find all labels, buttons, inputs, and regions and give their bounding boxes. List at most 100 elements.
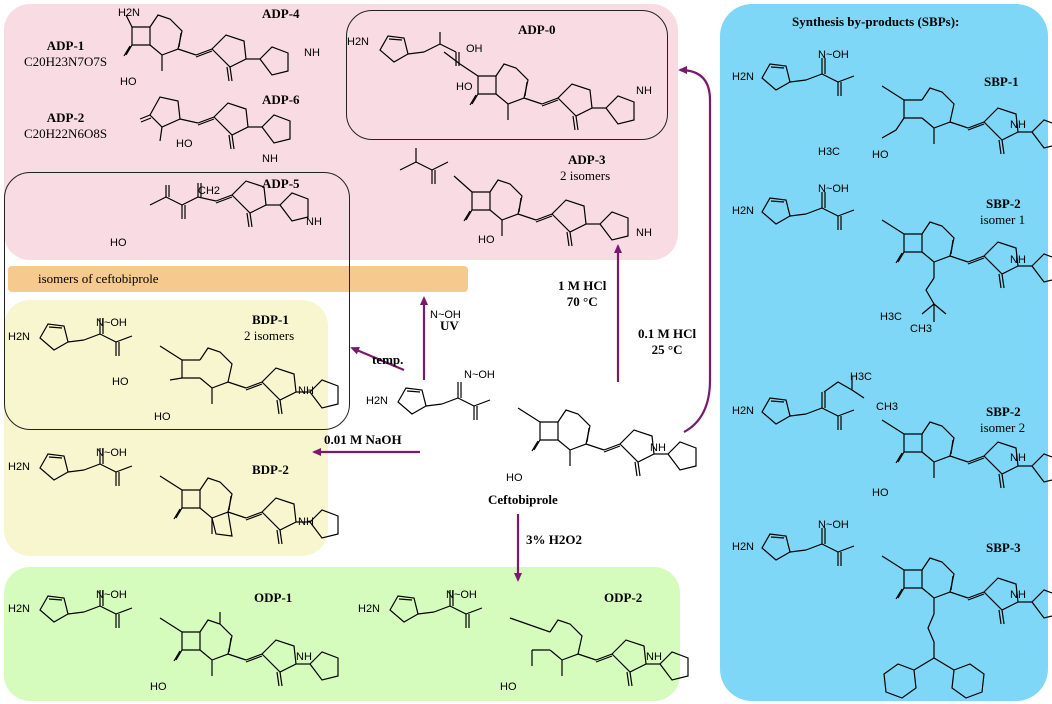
sbp3-structure (761, 527, 1052, 699)
sbp2a-note: isomer 1 (980, 212, 1026, 227)
atom-label: N~OH (818, 519, 849, 531)
arrow-hcl2 (678, 66, 712, 433)
bdp1-structure (39, 317, 339, 415)
bdp2-structure (39, 447, 339, 545)
adp2-formula: C20H22N6O8S (24, 126, 108, 141)
atom-label: N~OH (464, 369, 495, 381)
bdp2-label: BDP-2 (252, 462, 289, 477)
atom-label: HO (154, 411, 171, 423)
atom-label: H2N (118, 7, 140, 19)
adp0-structure (379, 32, 635, 131)
adp5-frame (4, 172, 350, 430)
bdp1-label: BDP-1 (252, 312, 289, 327)
atom-label: HO (456, 81, 473, 93)
adp3-label: ADP-3 (568, 152, 606, 167)
atom-label: H2N (366, 395, 388, 407)
atom-label: H3C (818, 146, 840, 158)
ceftobiprole-label: Ceftobiprole (488, 492, 558, 507)
atom-label: HO (478, 234, 495, 246)
condition-uv: UV (440, 318, 459, 333)
base-degradation-panel (4, 300, 328, 556)
adp2-block: ADP-2 C20H22N6O8S (24, 110, 107, 142)
atom-label: H3C (850, 371, 872, 383)
condition-temp: temp. (372, 352, 404, 367)
atom-label: CH2 (198, 185, 220, 197)
atom-label: H2N (347, 36, 369, 48)
atom-label: HO (120, 76, 137, 88)
atom-label: HO (506, 472, 523, 484)
atom-label: CH3 (876, 401, 898, 413)
atom-label: HO (112, 376, 129, 388)
atom-label: OH (466, 43, 483, 55)
atom-label: N~OH (446, 589, 477, 601)
atom-label: NH (646, 651, 662, 663)
adp4-structure (123, 14, 289, 82)
atom-label: H2N (732, 405, 754, 417)
synthesis-byproducts-panel (720, 4, 1048, 701)
odp2-structure (389, 589, 689, 687)
adp3-note: 2 isomers (560, 168, 611, 183)
atom-label: N~OH (818, 183, 849, 195)
condition-hcl2: 0.1 M HCl 25 °C (638, 326, 696, 358)
adp1-label: ADP-1 (46, 38, 85, 53)
adp4-label: ADP-4 (262, 6, 300, 21)
atom-label: H2N (8, 603, 30, 615)
atom-label: N~OH (430, 309, 461, 321)
atom-label: NH (1010, 254, 1026, 266)
atom-label: N~OH (96, 589, 127, 601)
atom-label: NH (262, 153, 278, 165)
atom-label: N~OH (96, 317, 127, 329)
atom-label: HO (872, 487, 889, 499)
condition-hcl1-conc: 1 M HCl (558, 278, 607, 293)
adp0-label: ADP-0 (518, 22, 556, 37)
isomers-bar: isomers of ceftobiprole (8, 266, 468, 292)
atom-label: H2N (358, 603, 380, 615)
ceftobiprole-structure (397, 381, 697, 477)
condition-hcl1-temp: 70 °C (566, 294, 598, 309)
condition-naoh: 0.01 M NaOH (324, 432, 402, 447)
atom-label: NH (298, 385, 314, 397)
sbp2a-label: SBP-2 (986, 196, 1021, 211)
atom-label: H2N (732, 541, 754, 553)
sbp2b-note: isomer 2 (980, 420, 1026, 435)
odp2-label: ODP-2 (604, 590, 643, 605)
adp5-structure (149, 180, 309, 228)
sbp2-isomer2-structure (761, 376, 1052, 489)
sbp1-label: SBP-1 (984, 74, 1019, 89)
odp1-label: ODP-1 (254, 590, 293, 605)
atom-label: NH (296, 651, 312, 663)
sbp2b-label: SBP-2 (986, 404, 1021, 419)
atom-label: N~OH (96, 447, 127, 459)
atom-label: NH (298, 516, 314, 528)
sbp3-label: SBP-3 (986, 540, 1021, 555)
adp1-formula: C20H23N7O7S (24, 54, 108, 69)
atom-label: H2N (8, 461, 30, 473)
isomers-bar-text: isomers of ceftobiprole (38, 271, 159, 286)
acid-degradation-panel (4, 4, 678, 260)
atom-label: NH (636, 85, 652, 97)
condition-hcl1: 1 M HCl 70 °C (558, 278, 606, 310)
atom-label: H3C (880, 311, 902, 323)
adp3-structure (399, 148, 629, 247)
atom-label: NH (306, 216, 322, 228)
atom-label: HO (110, 237, 127, 249)
sbp2-isomer1-structure (761, 191, 1052, 322)
atom-label: NH (650, 442, 666, 454)
atom-label: NH (1010, 119, 1026, 131)
adp0-frame (346, 10, 668, 140)
adp1-block: ADP-1 C20H23N7O7S (24, 38, 107, 70)
adp2-label: ADP-2 (46, 110, 85, 125)
atom-label: NH (304, 47, 320, 59)
atom-label: NH (1010, 589, 1026, 601)
atom-label: HO (150, 681, 167, 693)
sbp-title: Synthesis by-products (SBPs): (792, 14, 960, 29)
oxidative-degradation-panel (4, 567, 680, 701)
atom-label: H2N (732, 205, 754, 217)
atom-label: H2N (732, 71, 754, 83)
atom-label: N~OH (818, 49, 849, 61)
adp6-label: ADP-6 (262, 92, 300, 107)
atom-label: HO (176, 138, 193, 150)
adp6-structure (139, 96, 291, 150)
atom-label: NH (1010, 452, 1026, 464)
